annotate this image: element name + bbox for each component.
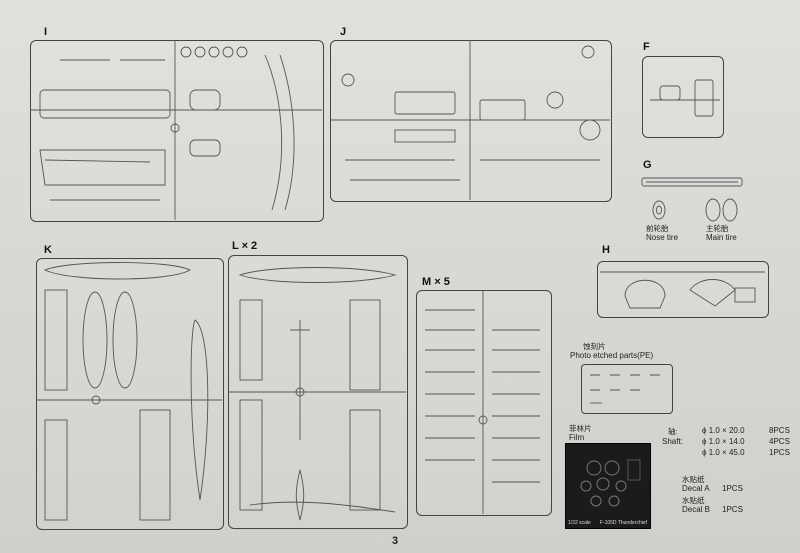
sprue-i-parts (30, 40, 322, 220)
sprue-h-label: H (602, 244, 610, 256)
sprue-g-parts (641, 177, 743, 222)
film-model-caption: F-105D Thunderchief (599, 520, 647, 526)
shaft-label-cn: 轴: (668, 427, 678, 436)
sprue-j-label: J (340, 26, 347, 38)
sprue-l-label: L × 2 (232, 240, 258, 252)
sprue-h-parts (600, 271, 765, 309)
main-tire-en: Main tire (706, 233, 737, 242)
decal-a-qty: 1PCS (722, 484, 743, 493)
nose-tire-en: Nose tire (646, 233, 679, 242)
sprue-m-parts (425, 290, 540, 514)
film-scale-caption: 1/32 scale (568, 520, 591, 526)
pe-label-cn: 蚀刻片 (583, 342, 606, 351)
sprue-j-frame (330, 40, 612, 202)
decal-b-qty: 1PCS (722, 505, 743, 514)
decal-a-en: Decal A (682, 484, 710, 493)
shaft-label-en: Shaft: (662, 437, 683, 446)
sprue-f-frame (642, 56, 724, 138)
pe-parts (590, 374, 660, 404)
main-tire-cn: 主轮胎 (706, 224, 729, 233)
page-number: 3 (392, 535, 399, 547)
sprue-f-label: F (643, 41, 650, 53)
sprue-j-parts (330, 40, 610, 200)
pe-label-en: Photo etched parts(PE) (570, 351, 654, 360)
sprue-l-parts (228, 267, 406, 521)
shaft-spec-1: ϕ 1.0 × 20.0 (702, 426, 745, 435)
sprue-f-parts (650, 79, 720, 117)
photo-etched-frame (581, 364, 673, 414)
shaft-qty-2: 4PCS (769, 437, 790, 446)
shaft-spec-2: ϕ 1.0 × 14.0 (702, 437, 745, 446)
shaft-spec-3: ϕ 1.0 × 45.0 (702, 448, 745, 457)
sprue-i-frame (30, 40, 324, 222)
decal-a-cn: 水贴纸 (682, 475, 705, 484)
shaft-qty-1: 8PCS (769, 426, 790, 435)
decal-b-en: Decal B (682, 505, 711, 514)
sprue-i-label: I (44, 26, 48, 38)
sprue-g-label: G (643, 159, 652, 171)
film-sheet: 1/32 scale F-105D Thunderchief (565, 443, 651, 529)
sprue-k-parts (36, 262, 222, 521)
sprue-m-frame (416, 290, 552, 516)
shaft-qty-3: 1PCS (769, 448, 790, 457)
sprue-k-label: K (44, 244, 52, 256)
nose-tire-cn: 前轮胎 (646, 224, 669, 233)
sprue-m-label: M × 5 (422, 276, 450, 288)
sprue-h-frame (597, 261, 769, 318)
decal-b-cn: 水贴纸 (682, 496, 705, 505)
film-label-en: Film (569, 433, 585, 442)
instrument-panel-icon (580, 459, 641, 507)
film-label-cn: 菲林片 (569, 424, 592, 433)
